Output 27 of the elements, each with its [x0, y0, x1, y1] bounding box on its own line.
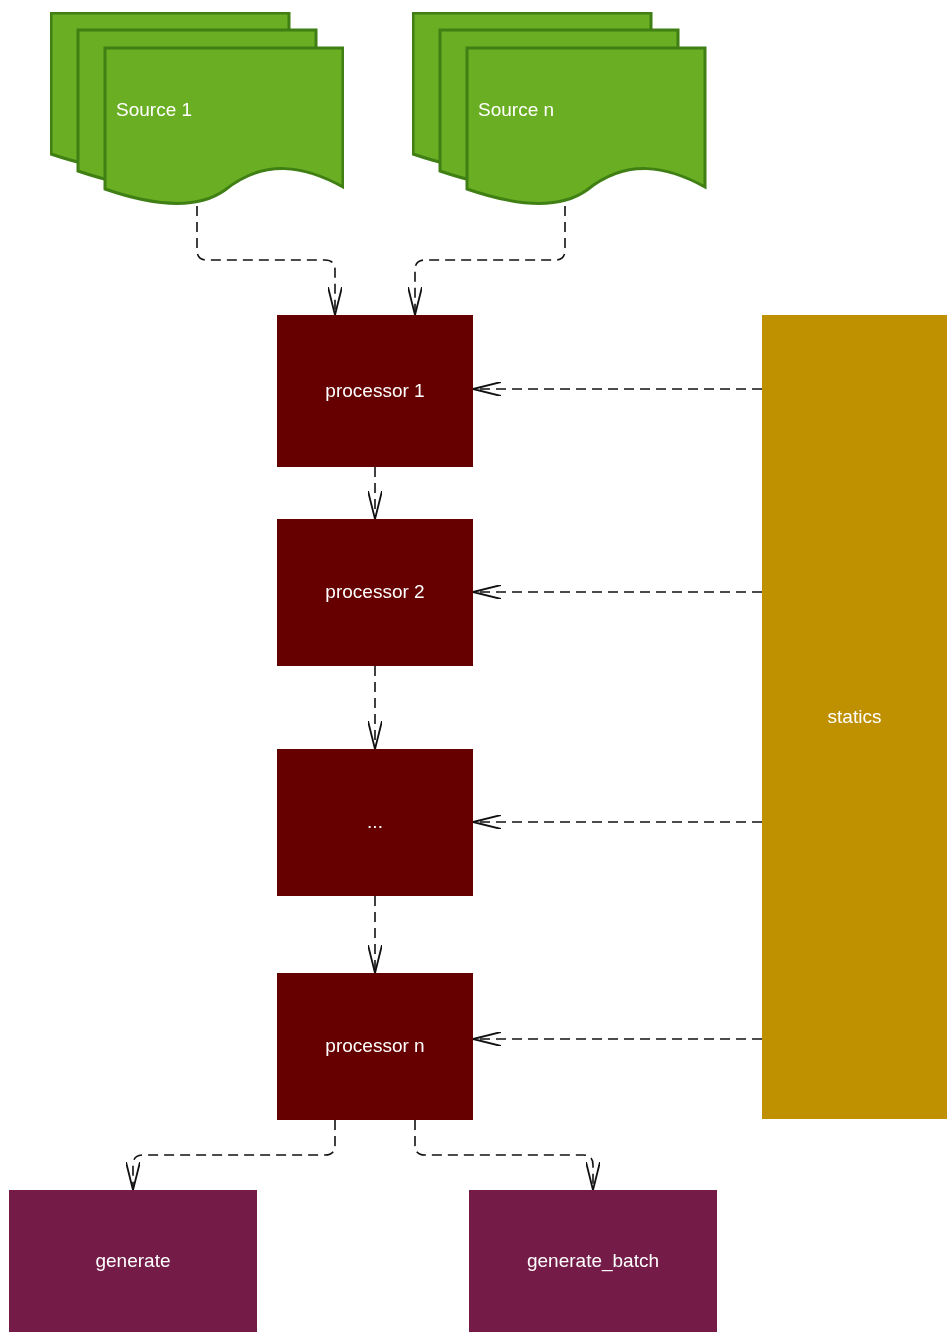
- statics-box: [762, 315, 947, 1119]
- output-box: [469, 1190, 717, 1332]
- node-label: generate_batch: [526, 1248, 660, 1274]
- node-label: Source n: [478, 98, 555, 122]
- node-label: statics: [827, 704, 882, 729]
- node-label: processor 2: [325, 580, 425, 605]
- node-label: processor n: [325, 1034, 425, 1059]
- process-box: [277, 519, 473, 666]
- arrow: [367, 466, 383, 520]
- process-box: [277, 749, 473, 896]
- process-box: [277, 973, 473, 1120]
- arrow: [472, 584, 763, 600]
- arrow: [472, 814, 763, 830]
- output-box: [9, 1190, 257, 1332]
- process-box: [277, 315, 473, 467]
- node-label: generate: [95, 1248, 171, 1273]
- arrow: [414, 1119, 601, 1191]
- arrow: [196, 205, 343, 316]
- arrow: [367, 895, 383, 974]
- node-label: ...: [367, 810, 383, 835]
- arrow: [472, 381, 763, 397]
- arrow: [407, 205, 566, 316]
- arrow: [125, 1119, 336, 1191]
- node-label: processor 1: [325, 378, 425, 403]
- node-label: Source 1: [116, 98, 193, 122]
- arrow: [472, 1031, 763, 1047]
- arrow: [367, 665, 383, 750]
